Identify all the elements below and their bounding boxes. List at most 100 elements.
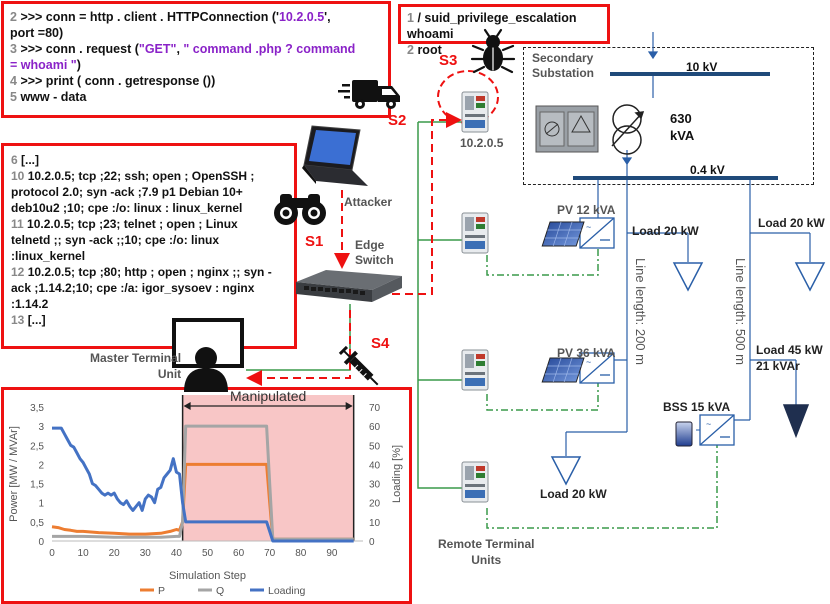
code-line: 3 >>> conn . request ("GET", " command .…	[10, 41, 382, 73]
master-terminal-label: Master Terminal Unit	[90, 351, 182, 381]
line-number: 1	[407, 11, 418, 25]
x-tick-label: 90	[326, 548, 338, 559]
manipulated-arrowhead-left	[183, 402, 191, 410]
pv-panel-36-icon	[541, 357, 585, 383]
code-line: 2 >>> conn = http . client . HTTPConnect…	[10, 9, 382, 41]
line-number: 3	[10, 42, 21, 56]
load45-label: Load 45 kW 21 kVAr	[756, 343, 823, 373]
x-tick-label: 30	[140, 548, 152, 559]
x-tick-label: 70	[264, 548, 276, 559]
y-tick-label: 2,5	[30, 441, 44, 452]
code-text: >>> conn . request (	[20, 42, 139, 56]
transformer-icon	[611, 104, 645, 155]
code-text: )	[76, 58, 81, 72]
x-tick-label: 20	[109, 548, 121, 559]
substation-kiosk-icon	[535, 105, 599, 153]
y2-axis-label: Loading [%]	[391, 445, 403, 503]
legend-label-q: Q	[216, 585, 224, 597]
pv12-inverter-icon: ~	[579, 217, 615, 249]
load20-pv12-label: Load 20 kW	[632, 224, 699, 238]
rtu-ip-label: 10.2.0.5	[460, 136, 504, 150]
pv12-label: PV 12 kVA	[557, 203, 616, 217]
y2-tick-label: 50	[369, 441, 381, 452]
rtu-device-icon	[461, 91, 489, 133]
stage-s2-label: S2	[388, 112, 407, 129]
manipulated-arrowhead-right	[345, 402, 353, 410]
code-text: 10.2.0.5; tcp ;23; telnet ; open ; Linux…	[11, 217, 238, 263]
y2-tick-label: 30	[369, 480, 381, 491]
line-number: 4	[10, 74, 21, 88]
pv36-label: PV 36 kVA	[557, 346, 616, 360]
control-links	[486, 248, 718, 529]
code-line: 10 10.2.0.5; tcp ;22; ssh; open ; OpenSS…	[11, 168, 287, 216]
legend-label-p: P	[158, 585, 165, 597]
code-text: 10.2.0.5; tcp ;22; ssh; open ; OpenSSH ;…	[11, 169, 255, 215]
remote-terminal-units	[461, 91, 489, 503]
y2-tick-label: 0	[369, 537, 375, 548]
code-line: 13 [...]	[11, 312, 287, 328]
manipulated-annotation: Manipulated	[230, 388, 306, 404]
line-number: 2	[10, 10, 21, 24]
y2-tick-label: 40	[369, 460, 381, 471]
code-line: 2 root	[407, 42, 601, 58]
line-number: 13	[11, 313, 28, 327]
line-number: 6	[11, 153, 22, 167]
load-icons	[550, 262, 826, 486]
load-20kw-bottom-icon	[550, 456, 582, 486]
attacker-label: Attacker	[344, 195, 393, 209]
rtu-device-icon	[461, 212, 489, 254]
bss-inverter-icon: ~	[699, 414, 735, 446]
line-number: 5	[10, 90, 21, 104]
code-line: 11 10.2.0.5; tcp ;23; telnet ; open ; Li…	[11, 216, 287, 264]
code-text: [...]	[21, 153, 40, 167]
attacker-laptop-icon	[302, 125, 368, 186]
transformer-rating-label: 630 kVA	[670, 111, 695, 143]
code-text: / suid_privilege_escalation whoami	[407, 11, 581, 41]
line-number: 11	[11, 217, 28, 231]
stage-s3-label: S3	[439, 52, 458, 69]
port-scan-results: 6 [...]10 10.2.0.5; tcp ;22; ssh; open ;…	[11, 152, 287, 328]
power-grid	[565, 32, 811, 456]
line-number: 10	[11, 169, 28, 183]
bss-label: BSS 15 kVA	[663, 400, 731, 414]
port-scan-box: 6 [...]10 10.2.0.5; tcp ;22; ssh; open ;…	[1, 143, 297, 349]
series-line-loading	[52, 426, 354, 543]
code-text: >>> conn = http . client . HTTPConnectio…	[20, 10, 279, 24]
line-number: 12	[11, 265, 28, 279]
x-tick-label: 80	[295, 548, 307, 559]
svg-text:~: ~	[706, 419, 711, 429]
stage-s1-label: S1	[305, 233, 324, 250]
y-tick-label: 1,5	[30, 480, 44, 491]
http-exploit-code: 2 >>> conn = http . client . HTTPConnect…	[10, 9, 382, 105]
string-literal: 10.2.0.5	[278, 10, 325, 24]
bus-04kv-label: 0.4 kV	[690, 163, 725, 177]
bug-icon	[470, 28, 516, 74]
code-text: root	[417, 43, 442, 57]
stage-s4-label: S4	[371, 335, 390, 352]
y-tick-label: 0,5	[30, 518, 44, 529]
load-20kw-pv12-icon	[672, 262, 704, 292]
load-20kw-right-icon	[794, 262, 826, 292]
x-tick-label: 60	[233, 548, 245, 559]
string-literal: "GET"	[138, 42, 177, 56]
y-axis-label: Power [MW / MVAr]	[8, 426, 20, 522]
bus-10kv-label: 10 kV	[686, 60, 718, 74]
y2-tick-label: 20	[369, 499, 381, 510]
syringe-icon	[338, 345, 379, 386]
code-text: www - data	[20, 90, 87, 104]
y-tick-label: 3	[38, 422, 44, 433]
svg-text:~: ~	[586, 357, 591, 367]
code-line: 4 >>> print ( conn . getresponse ())	[10, 73, 382, 89]
code-line: 12 10.2.0.5; tcp ;80; http ; open ; ngin…	[11, 264, 287, 312]
remote-terminal-label: Remote Terminal Units	[438, 537, 535, 567]
y2-tick-label: 10	[369, 518, 381, 529]
y2-tick-label: 70	[369, 403, 381, 414]
binoculars-icon	[274, 194, 326, 225]
y-tick-label: 3,5	[30, 403, 44, 414]
code-text: ', port =80)	[10, 10, 331, 40]
battery-icon	[675, 421, 693, 447]
y-tick-label: 0	[38, 537, 44, 548]
x-tick-label: 0	[49, 548, 55, 559]
